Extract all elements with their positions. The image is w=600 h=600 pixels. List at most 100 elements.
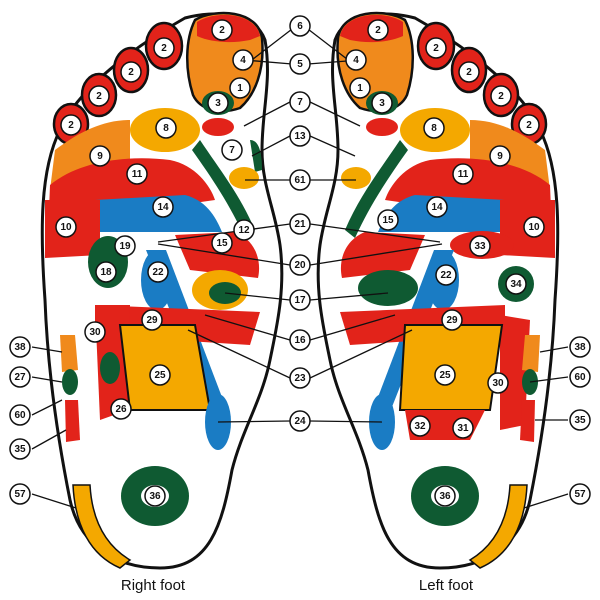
zone-label-circle: [144, 485, 166, 507]
zone-label-19: 19: [114, 235, 136, 257]
zone-label-31: 31: [452, 417, 474, 439]
zone-label-15: 15: [377, 209, 399, 231]
zone-label-14: 14: [426, 196, 448, 218]
zone-label-text: 11: [132, 169, 143, 180]
zone-label-38: 38: [569, 336, 591, 358]
zone-label-circle: [232, 49, 254, 71]
zone-label-circle: [487, 372, 509, 394]
zone-label-text: 12: [238, 225, 250, 236]
left-zone-61-shape: [341, 167, 371, 189]
zone-label-text: 60: [574, 372, 586, 383]
zone-label-circle: [490, 85, 512, 107]
zone-label-circle: [452, 163, 474, 185]
zone-label-circle: [9, 366, 31, 388]
right-zone-27-outer: [62, 369, 78, 395]
right-zone-57-shape: [72, 484, 132, 569]
zone-label-circle: [426, 196, 448, 218]
zone-label-30: 30: [84, 321, 106, 343]
zone-label-text: 2: [219, 25, 225, 36]
zone-label-text: 38: [574, 342, 586, 353]
zone-label-text: 22: [152, 267, 164, 278]
zone-label-text: 30: [89, 327, 101, 338]
zone-label-circle: [114, 235, 136, 257]
left-zone-35-shape: [520, 400, 535, 442]
zone-label-text: 14: [157, 202, 169, 213]
zone-label-10: 10: [523, 216, 545, 238]
zone-label-circle: [147, 261, 169, 283]
zone-label-21: 21: [289, 213, 311, 235]
zone-label-circle: [126, 163, 148, 185]
left-zone-38-shape: [522, 335, 540, 372]
zone-label-text: 2: [96, 91, 102, 102]
zone-label-17: 17: [289, 289, 311, 311]
zone-label-text: 25: [439, 370, 451, 381]
zone-label-text: 26: [115, 404, 127, 415]
zone-label-circle: [95, 261, 117, 283]
zone-label-text: 15: [382, 215, 394, 226]
zone-label-6: 6: [289, 15, 311, 37]
zone-label-circle: [452, 417, 474, 439]
zone-label-22: 22: [435, 264, 457, 286]
zone-label-text: 61: [294, 175, 306, 186]
zone-label-27: 27: [9, 366, 31, 388]
zone-label-circle: [207, 92, 229, 114]
zone-label-2: 2: [60, 114, 82, 136]
zone-label-text: 23: [294, 373, 306, 384]
zone-label-text: 38: [14, 342, 26, 353]
zone-label-text: 9: [97, 151, 103, 162]
zone-label-circle: [469, 235, 491, 257]
zone-label-circle: [211, 19, 233, 41]
zone-label-circle: [55, 216, 77, 238]
zone-label-circle: [149, 364, 171, 386]
zone-label-text: 10: [60, 222, 72, 233]
zone-label-25: 25: [434, 364, 456, 386]
zone-label-circle: [289, 329, 311, 351]
zone-label-circle: [523, 216, 545, 238]
zone-label-text: 5: [297, 59, 303, 70]
zone-label-text: 27: [14, 372, 26, 383]
zone-label-8: 8: [423, 117, 445, 139]
left-zone-57-shape: [468, 484, 528, 569]
zone-label-text: 3: [215, 98, 221, 109]
zone-label-text: 31: [457, 423, 469, 434]
zone-label-25: 25: [149, 364, 171, 386]
zone-label-4: 4: [345, 49, 367, 71]
left-zone-7-shape: [366, 118, 398, 136]
zone-label-circle: [60, 114, 82, 136]
zone-label-circle: [505, 273, 527, 295]
zone-label-circle: [569, 483, 591, 505]
zone-label-14: 14: [152, 196, 174, 218]
zone-label-18: 18: [95, 261, 117, 283]
zone-label-circle: [211, 232, 233, 254]
zone-label-circle: [349, 77, 371, 99]
zone-label-23: 23: [289, 367, 311, 389]
zone-label-2: 2: [367, 19, 389, 41]
zone-label-text: 14: [431, 202, 443, 213]
left-foot-caption: Left foot: [419, 577, 474, 594]
left-zone-17-shape: [358, 270, 418, 306]
zone-label-text: 9: [497, 151, 503, 162]
zone-label-text: 1: [237, 83, 243, 94]
right-zone-38-shape: [60, 335, 78, 372]
zone-label-text: 3: [379, 98, 385, 109]
zone-label-circle: [569, 409, 591, 431]
zone-label-30: 30: [487, 372, 509, 394]
zone-label-text: 13: [294, 131, 306, 142]
zone-label-text: 2: [498, 91, 504, 102]
zone-label-circle: [153, 37, 175, 59]
zone-label-circle: [518, 114, 540, 136]
zone-label-text: 57: [14, 489, 26, 500]
zone-label-text: 32: [414, 421, 426, 432]
zone-label-7: 7: [289, 91, 311, 113]
zone-label-10: 10: [55, 216, 77, 238]
zone-label-text: 35: [574, 415, 586, 426]
zone-label-circle: [110, 398, 132, 420]
zone-label-29: 29: [141, 309, 163, 331]
zone-label-circle: [409, 415, 431, 437]
zone-label-8: 8: [155, 117, 177, 139]
zone-label-38: 38: [9, 336, 31, 358]
zone-label-circle: [9, 483, 31, 505]
zone-label-text: 15: [216, 238, 228, 249]
zone-label-7: 7: [221, 139, 243, 161]
